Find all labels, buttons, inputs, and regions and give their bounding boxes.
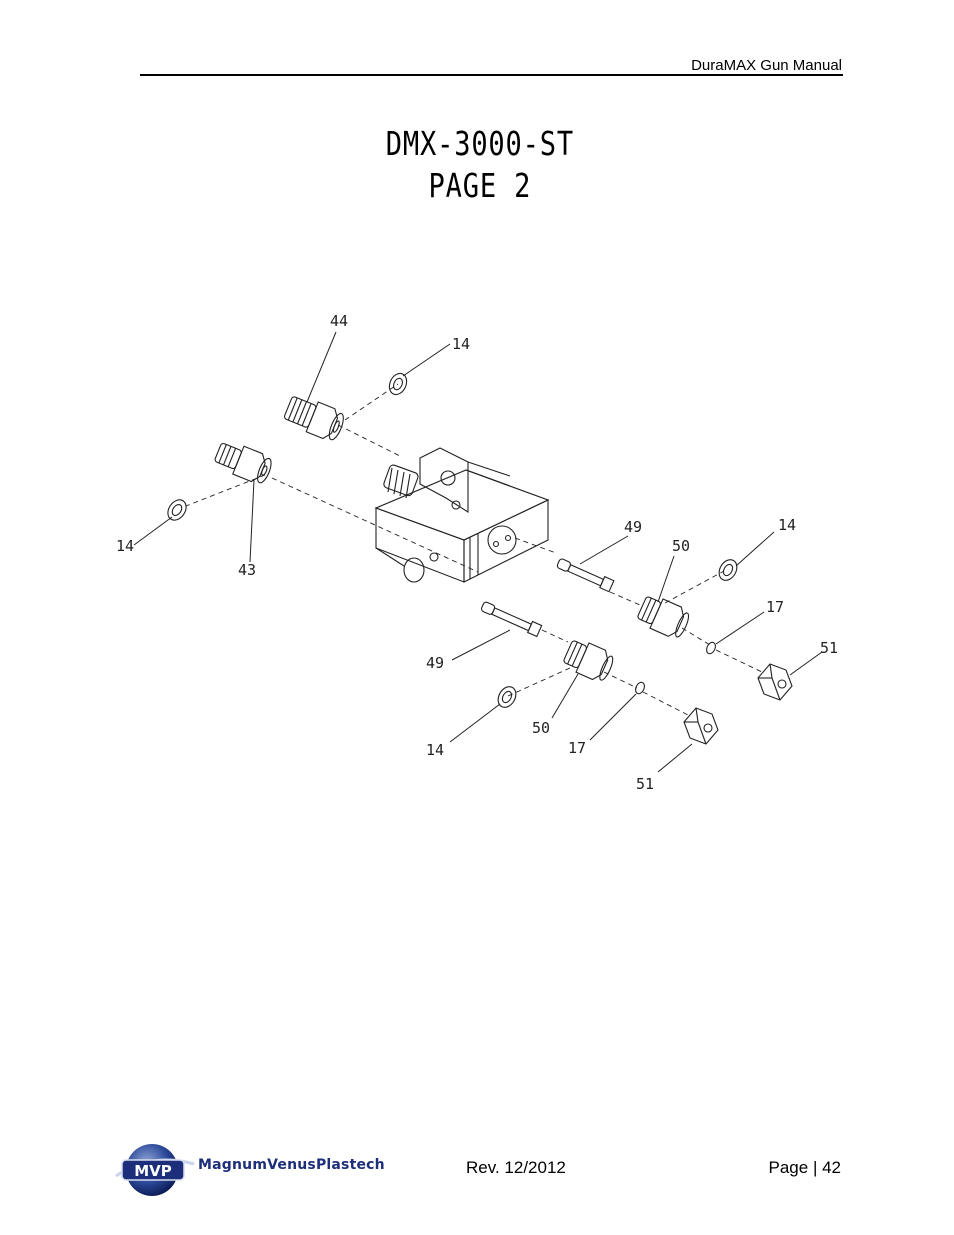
callout-50-upper: 50 bbox=[672, 537, 690, 555]
callout-17-upper: 17 bbox=[766, 598, 784, 616]
hex-cap-51-upper bbox=[757, 663, 793, 701]
running-header-title: DuraMAX Gun Manual bbox=[691, 57, 842, 74]
drawing-title: DMX-3000-ST bbox=[385, 124, 574, 163]
o-ring-14-bottom bbox=[497, 686, 517, 708]
fitting-44 bbox=[283, 396, 344, 441]
assembly-axis-lines bbox=[185, 383, 763, 716]
hex-cap-51-lower bbox=[683, 707, 719, 745]
callout-49-lower: 49 bbox=[426, 654, 444, 672]
callout-14-right: 14 bbox=[778, 516, 796, 534]
callout-50-lower: 50 bbox=[532, 719, 550, 737]
pin-49-lower bbox=[480, 601, 543, 638]
revision-date: Rev. 12/2012 bbox=[466, 1158, 566, 1177]
seat-50-upper bbox=[637, 596, 690, 638]
seat-50-lower bbox=[563, 640, 614, 681]
callout-44: 44 bbox=[330, 312, 348, 330]
washer-17-upper bbox=[706, 641, 716, 655]
company-logo: MVP MagnumVenusPlastech bbox=[112, 1142, 412, 1198]
logo-mark-text: MVP bbox=[134, 1162, 172, 1180]
logo-wordmark: MagnumVenusPlastech bbox=[198, 1157, 385, 1173]
o-ring-14-right bbox=[718, 559, 738, 581]
mvp-logo-mark: MVP bbox=[115, 1144, 195, 1196]
manifold-block bbox=[374, 447, 550, 583]
page-number: Page | 42 bbox=[768, 1158, 841, 1177]
o-ring-14-left bbox=[167, 499, 187, 521]
callout-51-lower: 51 bbox=[636, 775, 654, 793]
callout-51-upper: 51 bbox=[820, 639, 838, 657]
header-rule bbox=[140, 74, 843, 76]
washer-17-lower bbox=[635, 681, 645, 695]
o-ring-14-top bbox=[388, 372, 408, 396]
pin-49-upper bbox=[556, 558, 615, 593]
callout-17-lower: 17 bbox=[568, 739, 586, 757]
fitting-43 bbox=[214, 442, 272, 484]
callout-14-left: 14 bbox=[116, 537, 134, 555]
callout-14-top: 14 bbox=[452, 335, 470, 353]
drawing-subtitle: PAGE 2 bbox=[428, 166, 532, 205]
callout-49-upper: 49 bbox=[624, 518, 642, 536]
callout-14-bottom: 14 bbox=[426, 741, 444, 759]
leader-lines bbox=[133, 331, 823, 773]
callout-43: 43 bbox=[238, 561, 256, 579]
